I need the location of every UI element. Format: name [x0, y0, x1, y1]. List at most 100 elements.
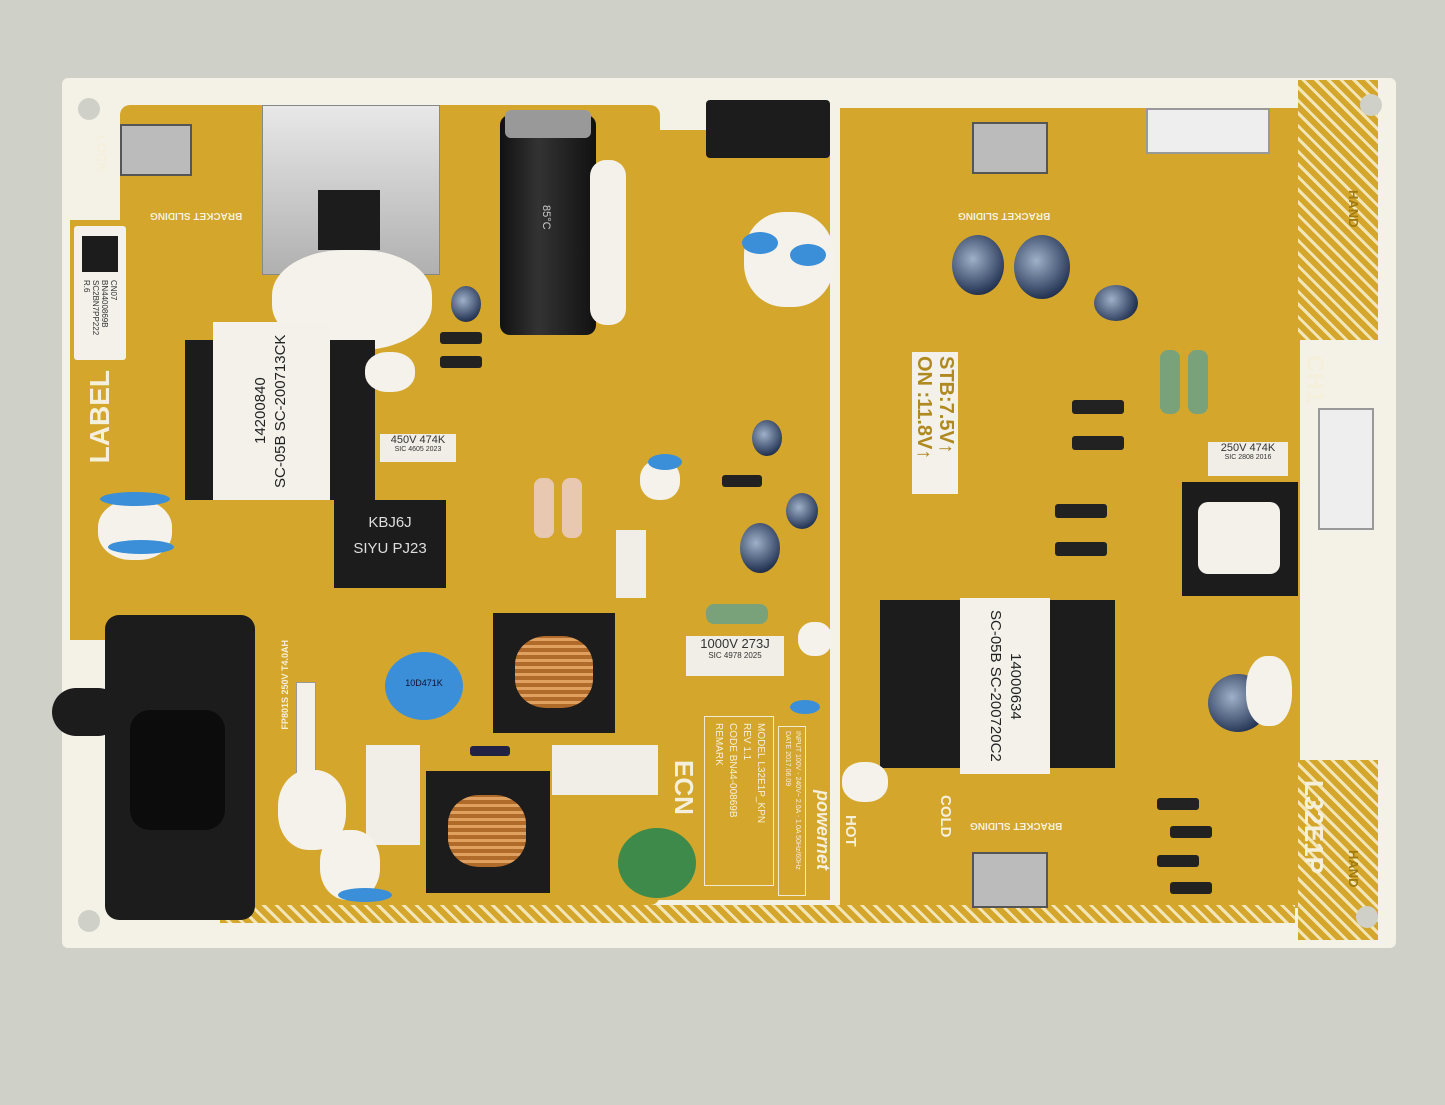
y-capacitor-box	[552, 745, 658, 795]
brand-logo: powernet	[813, 790, 833, 871]
connector-cnl802b[interactable]	[1318, 408, 1374, 530]
label-area-text: LABEL	[84, 370, 115, 464]
hot-text: HOT	[842, 815, 859, 847]
x-capacitor: 250V 474K SIC 2808 2016	[1208, 442, 1288, 476]
bridge-code: SIYU PJ23	[353, 540, 427, 557]
sticker-line: R.6	[82, 280, 91, 293]
model-mark: L32E1P	[1299, 780, 1329, 874]
mount-hole	[78, 98, 100, 120]
sticker-line: BN4400869B	[100, 280, 109, 328]
fuse-label: FP801S 250V T4.0AH	[280, 640, 290, 730]
date-label: DATE	[784, 731, 791, 750]
y-capacitor	[790, 700, 820, 714]
resistor	[706, 604, 768, 624]
voltage-label-box: STB:7.5V↑ ON :11.8V↑	[912, 352, 958, 494]
varistor: 10D471K	[385, 652, 463, 720]
bracket-sliding-text: BRACKET SLIDING	[958, 210, 1051, 221]
remark-label: REMARK	[713, 723, 724, 766]
mount-hole	[1356, 906, 1378, 928]
fuse	[296, 682, 316, 774]
diode	[1055, 504, 1107, 518]
sticker-line: CN07	[109, 280, 118, 301]
transformer-label: 14000634 SC-05B SC-200720C2	[960, 598, 1050, 774]
electrolytic-capacitor	[451, 286, 481, 322]
diode	[1170, 826, 1212, 838]
glue	[798, 622, 832, 656]
electrolytic-capacitor	[952, 235, 1004, 295]
hand-text: HAND	[1346, 850, 1361, 888]
resistor	[562, 478, 582, 538]
hand-text: HAND	[1346, 190, 1361, 228]
code-value: BN44-00869B	[727, 754, 738, 818]
y-capacitor	[790, 244, 826, 266]
y-capacitor	[108, 540, 174, 554]
transformer-id: 14000634	[1007, 652, 1024, 720]
on-voltage: ON :11.8V↑	[913, 356, 935, 460]
capacitor-rating: 85°C	[540, 205, 552, 230]
bracket-clip	[120, 124, 192, 176]
capacitor-box	[366, 745, 420, 845]
y-capacitor	[648, 454, 682, 470]
ac-socket	[130, 710, 225, 830]
diode	[470, 746, 510, 756]
bulk-capacitor: 85°C	[500, 115, 596, 335]
ac-inlet-tab	[52, 688, 122, 736]
cap-code: SIC 4978 2025	[708, 651, 762, 660]
electrolytic-capacitor	[1094, 285, 1138, 321]
diode	[1170, 882, 1212, 894]
model-label: MODEL	[755, 723, 766, 759]
ch1-text: CH1	[1301, 355, 1328, 404]
bracket-sliding-text: BRACKET SLIDING	[970, 820, 1063, 831]
input-value: 100V - 240V~ 2.0A - 1.0A 50Hz/60Hz	[794, 753, 801, 870]
electrolytic-capacitor	[1014, 235, 1070, 299]
connector-cn801[interactable]	[706, 100, 830, 158]
connector-cnl802a[interactable]	[1146, 108, 1270, 154]
code-label: CODE	[727, 723, 738, 752]
glue	[842, 762, 888, 802]
input-label: INPUT	[794, 731, 801, 752]
diode	[1072, 436, 1124, 450]
cap-rating: 250V 474K	[1220, 442, 1276, 454]
varistor-code: 10D471K	[405, 678, 443, 688]
lock-text: LOCK	[94, 135, 109, 172]
transformer-id: 14200840	[252, 377, 269, 445]
barcode-sticker: CN07 BN4400869B SC2BN7PP222 R.6	[74, 226, 126, 360]
choke-coil	[448, 795, 526, 867]
x-capacitor: 1000V 273J SIC 4978 2025	[686, 636, 784, 676]
electrolytic-capacitor	[740, 523, 780, 573]
transistor	[318, 190, 380, 250]
transformer-code: SC-05B SC-200720C2	[987, 610, 1004, 762]
diode	[1157, 855, 1199, 867]
resistor	[1188, 350, 1208, 414]
rev-value: 1.1	[741, 746, 752, 761]
diode	[1055, 542, 1107, 556]
bridge-part: KBJ6J	[368, 514, 412, 531]
y-capacitor	[100, 492, 170, 506]
cap-code: SIC 4605 2023	[394, 446, 442, 453]
cap-rating: 1000V 273J	[700, 636, 770, 651]
capacitor-top	[505, 110, 591, 138]
diode	[1072, 400, 1124, 414]
resistor	[1160, 350, 1180, 414]
transformer-label: 14200840 SC-05B SC-200713CK	[213, 322, 330, 500]
electrolytic-capacitor	[752, 420, 782, 456]
glue	[1246, 656, 1292, 726]
y-capacitor	[338, 888, 392, 902]
input-table: INPUT 100V - 240V~ 2.0A - 1.0A 50Hz/60Hz…	[778, 726, 806, 896]
cap-code: SIC 2808 2016	[1224, 454, 1272, 461]
model-value: L32E1P_KPN	[755, 761, 766, 824]
transformer-code: SC-05B SC-200713CK	[272, 334, 289, 488]
hatch-bottom	[220, 905, 1295, 923]
diode	[440, 332, 482, 344]
glue	[365, 352, 415, 392]
bracket-clip	[972, 852, 1048, 908]
info-table: MODEL L32E1P_KPN REV 1.1 CODE BN44-00869…	[704, 716, 774, 886]
stb-voltage: STB:7.5V↑	[935, 356, 957, 454]
ntc-thermistor	[618, 828, 696, 898]
bracket-sliding-text: BRACKET SLIDING	[150, 210, 243, 221]
output-choke-tape	[1198, 502, 1280, 574]
mount-hole	[78, 910, 100, 932]
qr-code	[82, 236, 118, 272]
bracket-clip	[972, 122, 1048, 174]
choke-coil	[515, 636, 593, 708]
